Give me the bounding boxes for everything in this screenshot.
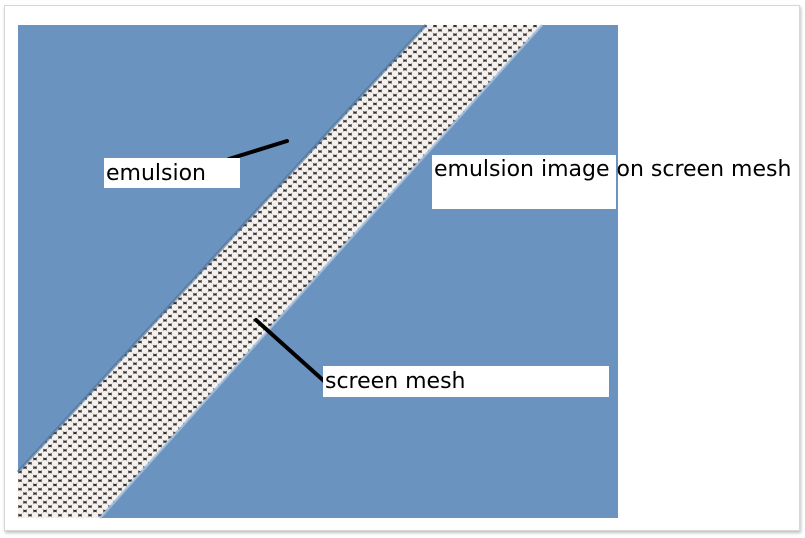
- emulsion-image-label: emulsion image on screen mesh: [432, 155, 616, 209]
- screen-mesh-label: screen mesh: [323, 366, 609, 397]
- emulsion-label: emulsion: [104, 158, 240, 188]
